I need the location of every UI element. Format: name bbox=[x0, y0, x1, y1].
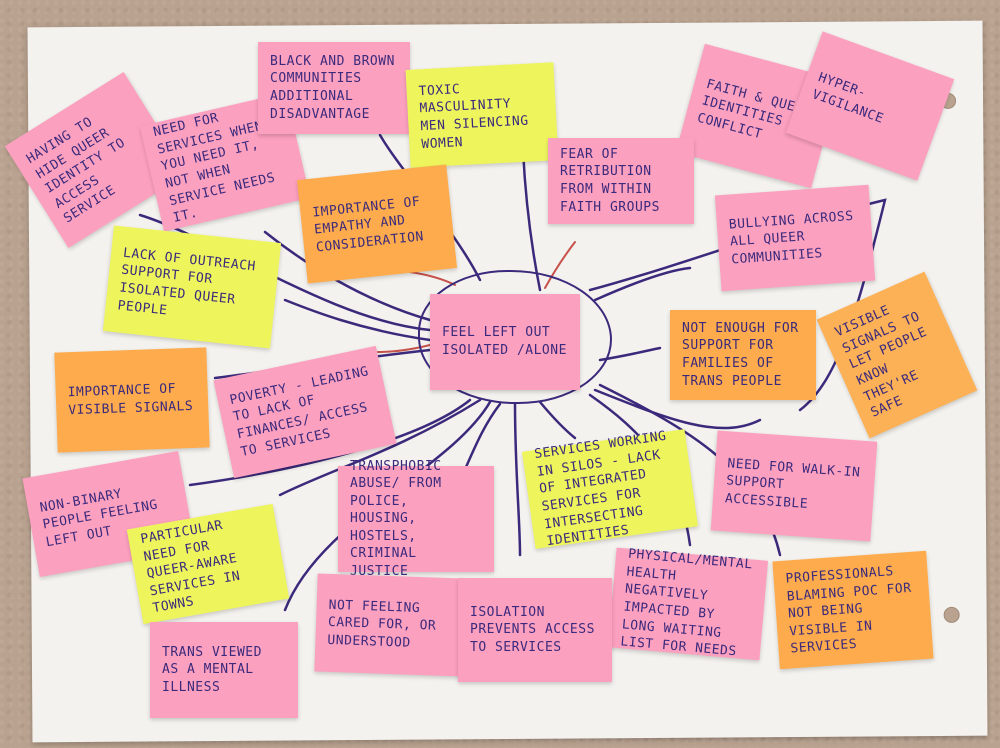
note-text: Not feeling cared for, or understood bbox=[327, 597, 437, 651]
note-text: Services working in silos - lack of inte… bbox=[533, 429, 668, 550]
note-text: Hyper-vigilance bbox=[810, 70, 886, 127]
connector-line-red bbox=[409, 271, 456, 286]
note-retribution: Fear of retribution from within faith gr… bbox=[548, 138, 694, 224]
note-importance-signals: Importance of visible signals bbox=[54, 347, 210, 453]
note-text: Bullying across all queer communities bbox=[728, 208, 855, 268]
note-trans-viewed: Trans viewed as a mental illness bbox=[150, 622, 298, 718]
note-text: Transphobic abuse/ from police, housing,… bbox=[350, 458, 442, 579]
note-text: Importance of visible signals bbox=[67, 381, 194, 419]
center-note-text: Feel left out isolated /alone bbox=[442, 325, 567, 358]
note-outreach: Lack of outreach support for isolated qu… bbox=[102, 225, 282, 349]
connector-line bbox=[521, 148, 542, 292]
note-professionals: Professionals blaming POC for not being … bbox=[772, 550, 934, 670]
center-note: Feel left out isolated /alone bbox=[430, 294, 580, 390]
note-not-enough-support: Not enough for support for families of t… bbox=[670, 310, 816, 400]
note-text: Poverty - leading to lack of finances/ a… bbox=[228, 363, 371, 460]
connector-line bbox=[593, 388, 762, 430]
note-empathy: Importance of empathy and consideration bbox=[296, 164, 458, 284]
connector-line bbox=[283, 298, 432, 342]
note-text: Professionals blaming POC for not being … bbox=[785, 564, 913, 657]
note-silos: Services working in silos - lack of inte… bbox=[521, 429, 699, 550]
connector-line bbox=[513, 402, 522, 557]
note-text: Trans viewed as a mental illness bbox=[162, 644, 262, 695]
note-text: Particular need for queer-aware services… bbox=[139, 518, 242, 617]
connector-line bbox=[588, 198, 887, 412]
note-text: Lack of outreach support for isolated qu… bbox=[116, 245, 257, 319]
note-black-brown: Black and brown communities additional d… bbox=[258, 42, 410, 134]
note-text: Not enough for support for families of t… bbox=[682, 320, 799, 389]
note-text: Fear of retribution from within faith gr… bbox=[560, 146, 660, 215]
note-bullying: Bullying across all queer communities bbox=[714, 184, 876, 292]
note-physical-mental: Physical/mental health negatively impact… bbox=[607, 546, 769, 661]
note-toxic-masculinity: Toxic masculinity men silencing women bbox=[405, 62, 559, 168]
connector-line bbox=[593, 266, 692, 302]
center-scribble-outline bbox=[418, 270, 612, 404]
note-isolation-prevents: Isolation prevents access to services bbox=[458, 578, 612, 682]
connector-line bbox=[538, 400, 577, 440]
note-walk-in: Need for walk-in support accessible bbox=[710, 430, 878, 542]
note-text: Toxic masculinity men silencing women bbox=[418, 82, 530, 152]
note-not-feeling-cared: Not feeling cared for, or understood bbox=[314, 573, 466, 677]
note-text: Physical/mental health negatively impact… bbox=[619, 546, 754, 660]
note-text: Black and brown communities additional d… bbox=[270, 53, 395, 122]
note-text: Need for walk-in support accessible bbox=[724, 455, 861, 512]
note-transphobic: Transphobic abuse/ from police, housing,… bbox=[338, 459, 494, 579]
note-text: Isolation prevents access to services bbox=[470, 604, 595, 655]
note-text: Importance of empathy and consideration bbox=[311, 194, 425, 256]
connector-line bbox=[278, 398, 482, 497]
